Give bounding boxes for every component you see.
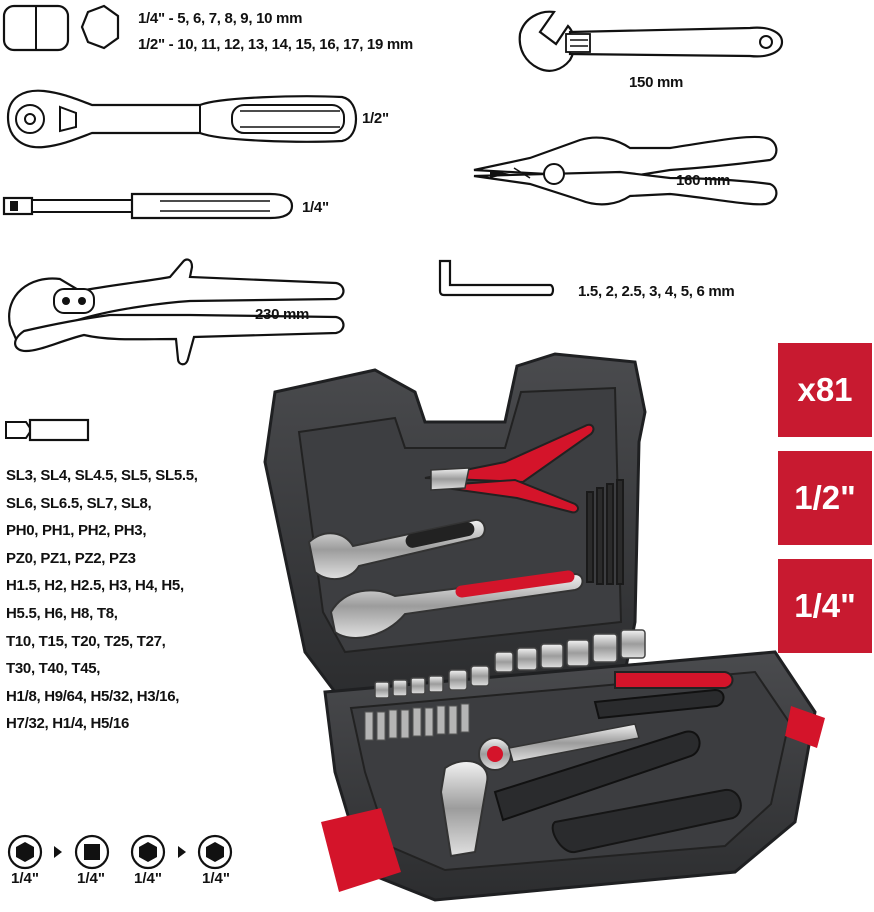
adapter-icons-row [7, 834, 233, 870]
ratchet-label: 1/2" [362, 110, 389, 127]
adapter-size-label: 1/4" [202, 870, 230, 887]
bit-holder-icon [2, 192, 294, 220]
ratchet-icon [6, 89, 358, 149]
socket-icon [2, 4, 120, 52]
badge-quarter-inch: 1/4" [778, 559, 872, 653]
combination-pliers-label: 160 mm [676, 172, 731, 189]
arrow-right-icon [178, 846, 186, 858]
hex-key-icon [438, 259, 555, 297]
bit-size-list: SL3, SL4, SL4.5, SL5, SL5.5, SL6, SL6.5,… [6, 462, 256, 738]
hex-keys-label: 1.5, 2, 2.5, 3, 4, 5, 6 mm [578, 283, 735, 300]
bit-line: H1.5, H2, H2.5, H3, H4, H5, [6, 577, 184, 595]
adapter-label: 1/4" [302, 199, 329, 216]
bit-line: T30, T40, T45, [6, 660, 101, 678]
hammer [439, 759, 489, 858]
adapter-size-label: 1/4" [77, 870, 105, 887]
bit-icon [5, 418, 90, 442]
bit-line: H1/8, H9/64, H5/32, H3/16, [6, 687, 180, 705]
latch-right [785, 706, 825, 748]
socket-sizes-half: 1/2" - 10, 11, 12, 13, 14, 15, 16, 17, 1… [138, 36, 413, 53]
bit-line: H5.5, H6, H8, T8, [6, 604, 118, 622]
bit-line: T10, T15, T20, T25, T27, [6, 632, 166, 650]
latch-left [321, 808, 401, 892]
adjustable-wrench-label: 150 mm [629, 74, 684, 91]
badge-piece-count: x81 [778, 343, 872, 437]
adapter-size-label: 1/4" [134, 870, 162, 887]
tool-case-photo [263, 352, 825, 902]
adapter-size-label: 1/4" [11, 870, 39, 887]
bit-line: PZ0, PZ1, PZ2, PZ3 [6, 549, 136, 567]
bit-line: PH0, PH1, PH2, PH3, [6, 522, 147, 540]
bit-line: SL3, SL4, SL4.5, SL5, SL5.5, [6, 467, 198, 484]
water-pump-pliers-label: 230 mm [255, 306, 310, 323]
socket-sizes-quarter: 1/4" - 5, 6, 7, 8, 9, 10 mm [138, 10, 303, 27]
case-handle [551, 788, 742, 854]
badge-half-inch: 1/2" [778, 451, 872, 545]
arrow-right-icon [54, 846, 62, 858]
bit-line: SL6, SL6.5, SL7, SL8, [6, 494, 152, 512]
combination-pliers-icon [473, 135, 778, 206]
adjustable-wrench-icon [518, 10, 784, 72]
bit-line: H7/32, H1/4, H5/16 [6, 715, 130, 733]
water-pump-pliers-icon [8, 258, 345, 366]
